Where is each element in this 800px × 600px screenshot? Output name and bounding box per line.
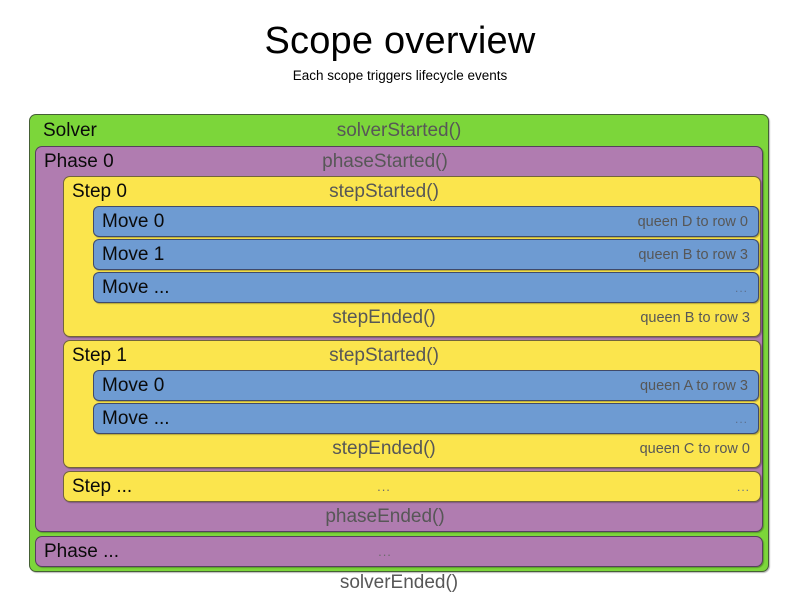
solver-started-event: solverStarted()	[336, 119, 462, 141]
move-scope-more[interactable]: Move ... ...	[93, 272, 759, 303]
step-header-row: Step 0 stepStarted()	[64, 177, 760, 206]
move-label: Move 1	[102, 243, 165, 265]
move-label: Move ...	[102, 407, 170, 429]
phase-label: Phase ...	[44, 540, 119, 562]
phase-header-row: Phase 0 phaseStarted()	[36, 147, 762, 176]
solver-label: Solver	[43, 119, 97, 141]
move-row: Move 0 queen A to row 3	[94, 371, 758, 400]
step-more-detail: ...	[736, 479, 750, 494]
move-row: Move ... ...	[94, 273, 758, 302]
phase-more-event: ...	[378, 543, 392, 559]
solver-scope[interactable]: Solver solverStarted() Phase 0 phaseStar…	[29, 114, 769, 593]
move-label: Move 0	[102, 210, 165, 232]
step-ended-event: stepEnded()	[332, 437, 436, 459]
phase-ended-event: phaseEnded()	[325, 505, 445, 527]
step-more-event: ...	[377, 478, 391, 494]
step-more-row: Step ... ... ...	[64, 472, 760, 501]
phase-footer-row: phaseEnded()	[36, 502, 762, 531]
step-started-event: stepStarted()	[329, 180, 439, 202]
move-row: Move ... ...	[94, 404, 758, 433]
move-detail: ...	[734, 411, 748, 426]
step-ended-event: stepEnded()	[332, 306, 436, 328]
move-detail: queen A to row 3	[639, 377, 748, 394]
step-header-row: Step 1 stepStarted()	[64, 341, 760, 370]
move-detail: ...	[734, 280, 748, 295]
move-scope[interactable]: Move 1 queen B to row 3	[93, 239, 759, 270]
step-scope-1[interactable]: Step 1 stepStarted() Move 0 queen A to r…	[63, 340, 761, 468]
move-scope[interactable]: Move 0 queen D to row 0	[93, 206, 759, 237]
move-scope-more[interactable]: Move ... ...	[93, 403, 759, 434]
solver-header-row: Solver solverStarted()	[35, 115, 763, 146]
page-subtitle: Each scope triggers lifecycle events	[292, 68, 508, 83]
step-ended-detail: queen B to row 3	[640, 309, 750, 326]
move-row: Move 0 queen D to row 0	[94, 207, 758, 236]
move-label: Move ...	[102, 276, 170, 298]
step-scope-more[interactable]: Step ... ... ...	[63, 471, 761, 502]
step-footer-row: stepEnded() queen B to row 3	[64, 303, 760, 332]
move-scope[interactable]: Move 0 queen A to row 3	[93, 370, 759, 401]
solver-ended-event: solverEnded()	[339, 571, 459, 593]
step-label: Step 1	[72, 344, 127, 366]
step-label: Step ...	[72, 475, 133, 497]
step-started-event: stepStarted()	[329, 344, 439, 366]
phase-label: Phase 0	[44, 150, 114, 172]
title-block: Scope overview Each scope triggers lifec…	[0, 0, 800, 85]
phase-more-row: Phase ... ...	[36, 537, 762, 566]
solver-footer-row: solverEnded()	[35, 567, 763, 598]
phase-scope-0[interactable]: Phase 0 phaseStarted() Step 0 stepStarte…	[35, 146, 763, 532]
move-label: Move 0	[102, 374, 165, 396]
step-scope-0[interactable]: Step 0 stepStarted() Move 0 queen D to r…	[63, 176, 761, 337]
step-footer-row: stepEnded() queen C to row 0	[64, 434, 760, 463]
scope-overview-diagram: Solver solverStarted() Phase 0 phaseStar…	[29, 114, 769, 593]
step-ended-detail: queen C to row 0	[639, 440, 750, 457]
move-detail: queen B to row 3	[638, 246, 748, 263]
step-label: Step 0	[72, 180, 127, 202]
phase-started-event: phaseStarted()	[322, 150, 448, 172]
move-detail: queen D to row 0	[637, 213, 748, 230]
phase-scope-more[interactable]: Phase ... ...	[35, 536, 763, 567]
move-row: Move 1 queen B to row 3	[94, 240, 758, 269]
page-title: Scope overview	[264, 20, 536, 62]
